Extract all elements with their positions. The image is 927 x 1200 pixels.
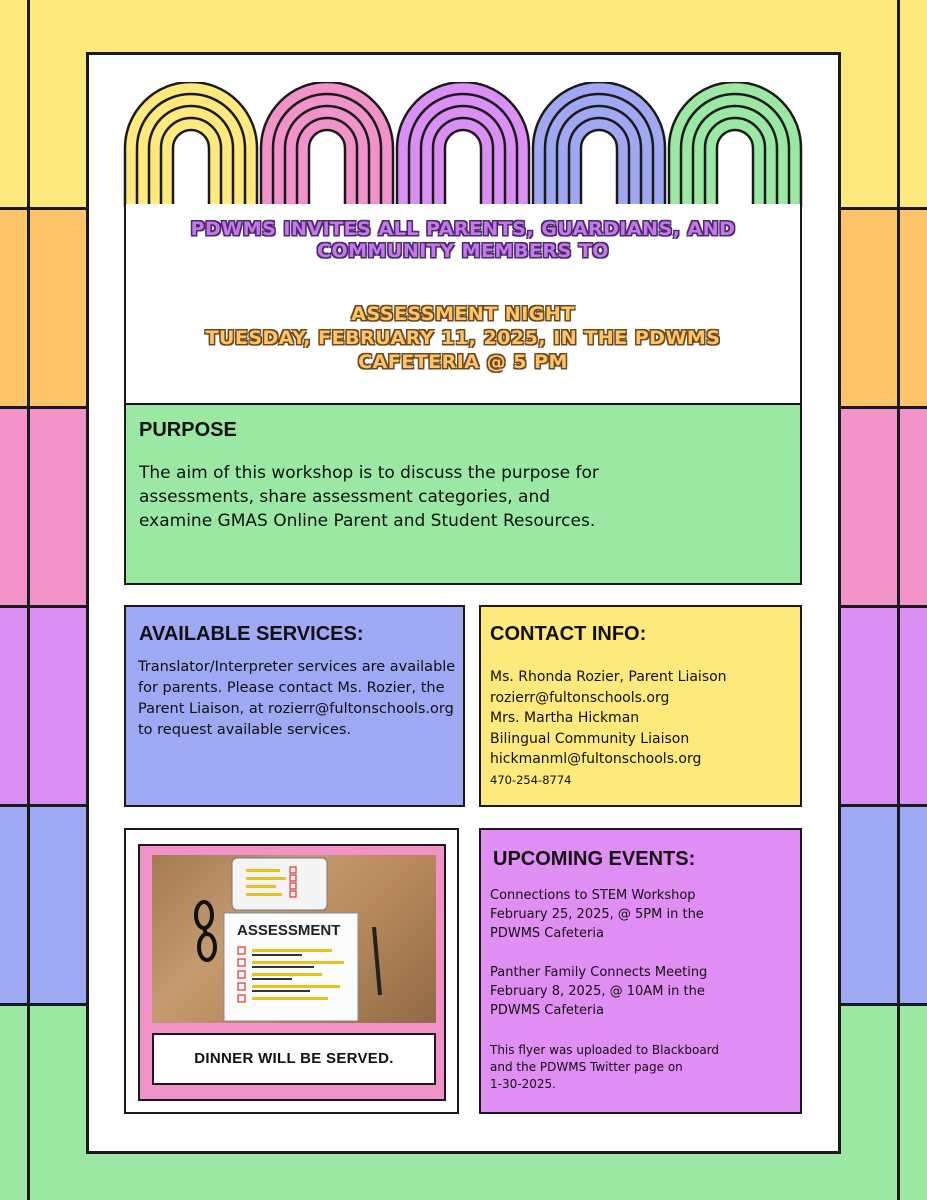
purpose-heading: PURPOSE bbox=[139, 419, 237, 441]
assessment-sign: ASSESSMENT bbox=[237, 922, 340, 939]
purpose-text: The aim of this workshop is to discuss t… bbox=[139, 463, 599, 531]
invite-line-1: PDWMS invites all Parents, Guardians, an… bbox=[190, 218, 736, 240]
arch-pink bbox=[259, 82, 395, 207]
contact-phone: 470-254-8774 bbox=[490, 772, 572, 787]
event-item-panther: Panther Family Connects Meeting February… bbox=[490, 963, 790, 1020]
note-line-1: This flyer was uploaded to Blackboard bbox=[490, 1043, 720, 1057]
invitation-text: PDWMS invites all Parents, Guardians, an… bbox=[126, 218, 800, 262]
event-when-line-1: Tuesday, February 11, 2025, in the PDWMS bbox=[205, 327, 721, 349]
event1-date: February 25, 2025, @ 5PM in the bbox=[490, 907, 704, 922]
contact-heading: CONTACT INFO: bbox=[490, 623, 647, 645]
contact-line-3: Mrs. Martha Hickman bbox=[490, 710, 640, 726]
event1-location: PDWMS Cafeteria bbox=[490, 926, 604, 941]
invite-line-2: Community Members to bbox=[317, 240, 609, 262]
dinner-caption: DINNER WILL BE SERVED. bbox=[152, 1033, 436, 1085]
event-item-stem: Connections to STEM Workshop February 25… bbox=[490, 886, 790, 943]
event-name: Assessment Night bbox=[351, 303, 575, 325]
events-heading: UPCOMING EVENTS: bbox=[493, 848, 696, 870]
event-when-line-2: Cafeteria @ 5 PM bbox=[358, 351, 568, 373]
event-details: Assessment Night Tuesday, February 11, 2… bbox=[126, 302, 800, 374]
contact-line-4: Bilingual Community Liaison bbox=[490, 730, 690, 747]
event2-date: February 8, 2025, @ 10AM in the bbox=[490, 984, 705, 999]
rainbow-arches bbox=[123, 82, 803, 207]
services-text: Translator/Interpreter services are avai… bbox=[138, 659, 456, 738]
event2-location: PDWMS Cafeteria bbox=[490, 1003, 604, 1018]
image-section: ASSESSMENT DINNER WILL B bbox=[124, 828, 459, 1114]
contact-section: CONTACT INFO: Ms. Rhonda Rozier, Parent … bbox=[479, 605, 802, 807]
contact-email-1: rozierr@fultonschools.org bbox=[490, 689, 670, 706]
invitation-header: PDWMS invites all Parents, Guardians, an… bbox=[124, 204, 802, 405]
contact-line-1: Ms. Rhonda Rozier, Parent Liaison bbox=[490, 669, 727, 685]
purpose-section: PURPOSE The aim of this workshop is to d… bbox=[124, 403, 802, 585]
events-section: UPCOMING EVENTS: Connections to STEM Wor… bbox=[479, 828, 802, 1114]
services-heading: AVAILABLE SERVICES: bbox=[139, 623, 364, 645]
event2-title: Panther Family Connects Meeting bbox=[490, 965, 708, 980]
flyer-upload-note: This flyer was uploaded to Blackboard an… bbox=[490, 1042, 790, 1093]
arch-blue bbox=[531, 82, 667, 207]
services-section: AVAILABLE SERVICES: Translator/Interpret… bbox=[124, 605, 465, 807]
contact-email-2: hickmanml@fultonschools.org bbox=[490, 751, 702, 767]
event1-title: Connections to STEM Workshop bbox=[490, 888, 696, 903]
arch-yellow bbox=[123, 82, 259, 207]
outer-frame bbox=[27, 0, 900, 1200]
assessment-photo: ASSESSMENT bbox=[152, 855, 436, 1023]
contact-lines: Ms. Rhonda Rozier, Parent Liaison rozier… bbox=[490, 667, 727, 790]
note-line-2: and the PDWMS Twitter page on bbox=[490, 1060, 683, 1074]
assessment-illustration: ASSESSMENT bbox=[194, 857, 382, 1022]
arch-green bbox=[667, 82, 803, 207]
pink-photo-frame: ASSESSMENT DINNER WILL B bbox=[138, 844, 446, 1101]
note-line-3: 1-30-2025. bbox=[490, 1077, 556, 1091]
arch-purple bbox=[395, 82, 531, 207]
